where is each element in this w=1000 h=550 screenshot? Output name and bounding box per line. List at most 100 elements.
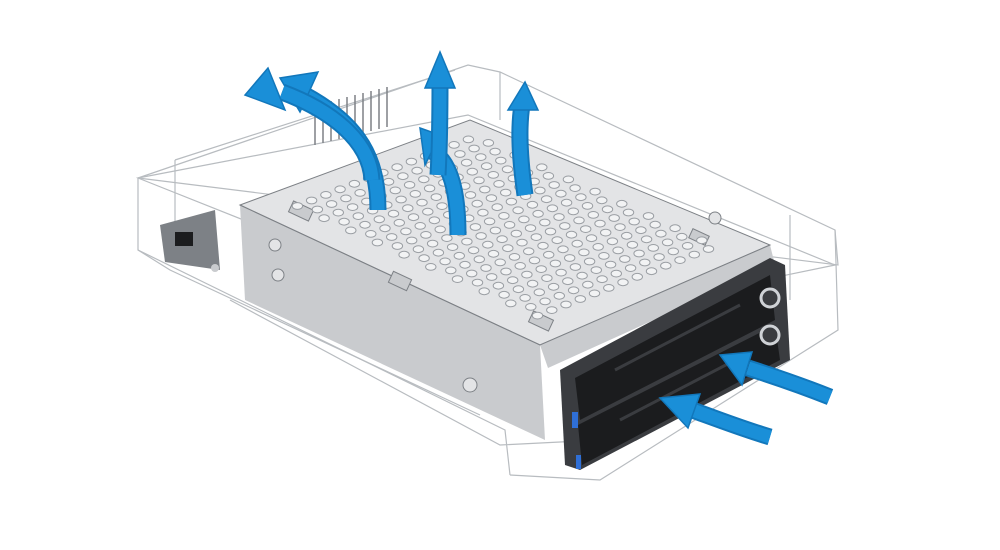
vent-hole-icon xyxy=(626,240,639,249)
vent-hole-icon xyxy=(598,252,610,260)
vent-hole-icon xyxy=(544,227,557,236)
vent-hole-icon xyxy=(422,207,434,216)
vent-hole-icon xyxy=(616,199,628,208)
vent-hole-icon xyxy=(492,281,505,290)
vent-hole-icon xyxy=(676,232,688,241)
vent-hole-icon xyxy=(521,270,533,279)
airflow-arrow-icon xyxy=(243,66,381,181)
vent-hole-icon xyxy=(681,242,694,250)
vent-hole-icon xyxy=(393,218,405,227)
vent-hole-icon xyxy=(473,176,485,185)
vent-hole-icon xyxy=(525,303,537,311)
vent-hole-icon xyxy=(514,262,526,270)
vent-hole-icon xyxy=(585,234,598,243)
vent-hole-icon xyxy=(539,297,551,306)
tray-tab-2 xyxy=(387,270,413,292)
vent-hole-icon xyxy=(575,193,587,202)
vent-hole-icon xyxy=(560,300,572,309)
vent-hole-icon xyxy=(696,236,708,245)
vent-hole-icon xyxy=(553,213,565,221)
vent-hole-icon xyxy=(495,156,507,165)
vent-hole-icon xyxy=(608,214,620,222)
vent-hole-icon xyxy=(418,254,430,263)
vent-hole-icon xyxy=(469,223,482,231)
vent-hole-icon xyxy=(542,172,555,180)
vent-hole-icon xyxy=(519,294,531,302)
vent-hole-icon xyxy=(420,231,432,239)
vent-hole-icon xyxy=(583,257,596,266)
vent-hole-icon xyxy=(537,241,549,250)
vent-hole-icon xyxy=(660,261,672,270)
vent-hole-icon xyxy=(398,250,410,259)
vent-hole-icon xyxy=(466,269,478,278)
vent-hole-icon xyxy=(391,242,404,250)
latch-button-icon[interactable] xyxy=(759,324,781,346)
vent-hole-icon xyxy=(549,259,562,268)
vent-hole-icon xyxy=(462,135,475,144)
vent-hole-icon xyxy=(655,229,667,238)
airflow-arrow-icon xyxy=(718,351,834,405)
vent-hole-icon xyxy=(416,198,428,207)
vent-hole-icon xyxy=(487,249,500,258)
vent-hole-icon xyxy=(439,257,451,266)
vent-hole-icon xyxy=(560,198,573,207)
vent-hole-icon xyxy=(619,255,631,263)
vent-hole-icon xyxy=(534,186,546,195)
vent-hole-icon xyxy=(482,240,494,249)
vent-hole-icon xyxy=(569,263,582,271)
vent-hole-icon xyxy=(460,158,473,167)
vent-hole-icon xyxy=(352,212,364,221)
vent-hole-icon xyxy=(617,278,629,287)
vent-hole-icon xyxy=(640,235,653,244)
vent-hole-icon xyxy=(546,306,558,315)
vent-hole-icon xyxy=(571,239,583,248)
vent-hole-icon xyxy=(464,191,477,199)
vent-hole-icon xyxy=(702,245,715,253)
vent-hole-icon xyxy=(445,266,457,275)
vent-hole-icon xyxy=(533,288,545,297)
vent-hole-icon xyxy=(386,233,398,241)
vent-hole-icon xyxy=(508,253,521,261)
vent-hole-icon xyxy=(489,226,502,235)
vent-hole-icon xyxy=(532,209,544,218)
vent-hole-icon xyxy=(325,200,338,208)
vent-hole-icon xyxy=(564,254,576,262)
vent-hole-icon xyxy=(373,215,385,224)
vent-hole-icon xyxy=(418,175,430,184)
vent-hole-icon xyxy=(596,196,608,205)
vent-hole-icon xyxy=(371,238,384,247)
vent-hole-icon xyxy=(434,225,446,234)
vent-hole-icon xyxy=(505,197,518,206)
vent-hole-icon xyxy=(448,141,460,149)
vent-hole-icon xyxy=(348,179,361,188)
vent-hole-icon xyxy=(555,189,567,198)
airflow-arrow-icon xyxy=(506,80,540,197)
vent-hole-icon xyxy=(436,202,448,211)
vent-hole-icon xyxy=(498,290,510,299)
vent-hole-icon xyxy=(642,212,655,220)
vent-hole-icon xyxy=(580,225,592,234)
vent-hole-icon xyxy=(592,243,604,251)
vent-hole-icon xyxy=(588,289,601,298)
vent-hole-icon xyxy=(647,244,659,252)
vent-hole-icon xyxy=(320,191,332,199)
vent-hole-icon xyxy=(446,243,459,252)
vent-hole-icon xyxy=(633,249,645,258)
vent-hole-icon xyxy=(365,230,377,238)
vent-hole-icon xyxy=(590,266,602,275)
vent-hole-icon xyxy=(441,234,453,243)
vent-hole-icon xyxy=(531,311,544,320)
vent-hole-icon xyxy=(604,260,617,269)
vent-hole-icon xyxy=(475,232,487,240)
vent-hole-icon xyxy=(645,267,658,276)
vent-hole-icon xyxy=(502,244,514,253)
vent-hole-icon xyxy=(491,203,503,212)
vent-hole-icon xyxy=(546,204,559,213)
latch-button-icon[interactable] xyxy=(759,287,781,309)
cage-front-floor xyxy=(137,249,481,416)
rear-connector-board xyxy=(160,210,220,272)
vent-hole-icon xyxy=(507,276,519,285)
vent-hole-icon xyxy=(535,265,547,274)
vent-hole-icon xyxy=(526,279,539,288)
vent-hole-icon xyxy=(567,286,580,295)
